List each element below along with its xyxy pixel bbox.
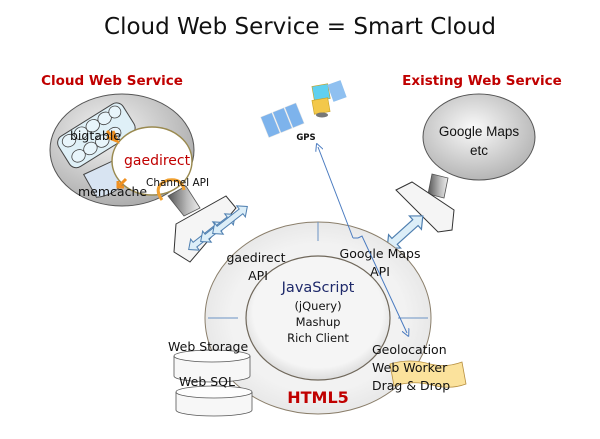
drag-drop-label: Drag & Drop	[372, 378, 450, 393]
google-maps-api-label-line1: Google Maps	[340, 246, 421, 261]
html5-client: JavaScript (jQuery) Mashup Rich Client H…	[204, 221, 432, 415]
gps-arrow-lower	[357, 235, 407, 333]
existing-service-circle	[422, 93, 536, 181]
gaedirect-api-label-line1: gaedirect	[226, 250, 285, 265]
left-connector-neck	[167, 185, 201, 217]
memcache-label: memcache	[78, 184, 147, 199]
etc-label: etc	[470, 143, 488, 158]
bigtable-label: bigtable	[70, 128, 121, 143]
page-title: Cloud Web Service = Smart Cloud	[104, 14, 496, 40]
web-worker-label: Web Worker	[372, 360, 448, 375]
cloud-web-service-heading: Cloud Web Service	[41, 73, 183, 89]
existing-web-service-node: Google Maps etc	[395, 93, 536, 233]
double-arrow-icon	[386, 215, 424, 249]
bigtable-connector-arrow	[105, 129, 120, 144]
right-connector-neck	[427, 173, 449, 199]
right-connector-plate	[395, 181, 455, 233]
web-sql-db-icon	[175, 385, 253, 417]
javascript-label: JavaScript	[281, 280, 355, 296]
jquery-label: (jQuery)	[294, 299, 341, 313]
gps-label: GPS	[296, 133, 315, 143]
cloud-web-service-node: bigtable gaedirect Channel API memcache	[49, 93, 237, 263]
rich-client-label: Rich Client	[287, 331, 349, 345]
google-maps-api-arrow	[386, 215, 424, 249]
geolocation-label: Geolocation	[372, 342, 447, 357]
double-arrow-icon	[212, 205, 248, 235]
mashup-label: Mashup	[296, 315, 341, 329]
gaedirect-lens	[111, 126, 193, 196]
gps-arrow-upper	[318, 147, 354, 239]
channel-api-arc	[156, 178, 186, 201]
gaedirect-label: gaedirect	[124, 153, 191, 169]
google-maps-label: Google Maps	[439, 124, 520, 139]
gps-satellite-icon	[260, 80, 347, 138]
javascript-core	[245, 255, 391, 381]
gaedirect-api-arrows	[188, 205, 248, 251]
web-sql-label: Web SQL	[179, 374, 235, 389]
existing-web-service-heading: Existing Web Service	[402, 73, 562, 89]
web-storage-label: Web Storage	[168, 339, 248, 354]
bigtable-icon	[57, 102, 136, 169]
gaedirect-api-label-line2: API	[248, 268, 268, 283]
web-storage-db-icon	[173, 349, 251, 383]
google-maps-api-label-line2: API	[370, 264, 390, 279]
memcache-connector-arrow	[116, 177, 128, 189]
html5-label: HTML5	[287, 388, 349, 407]
web-worker-banner	[389, 360, 467, 388]
channel-api-label: Channel API	[146, 177, 209, 189]
